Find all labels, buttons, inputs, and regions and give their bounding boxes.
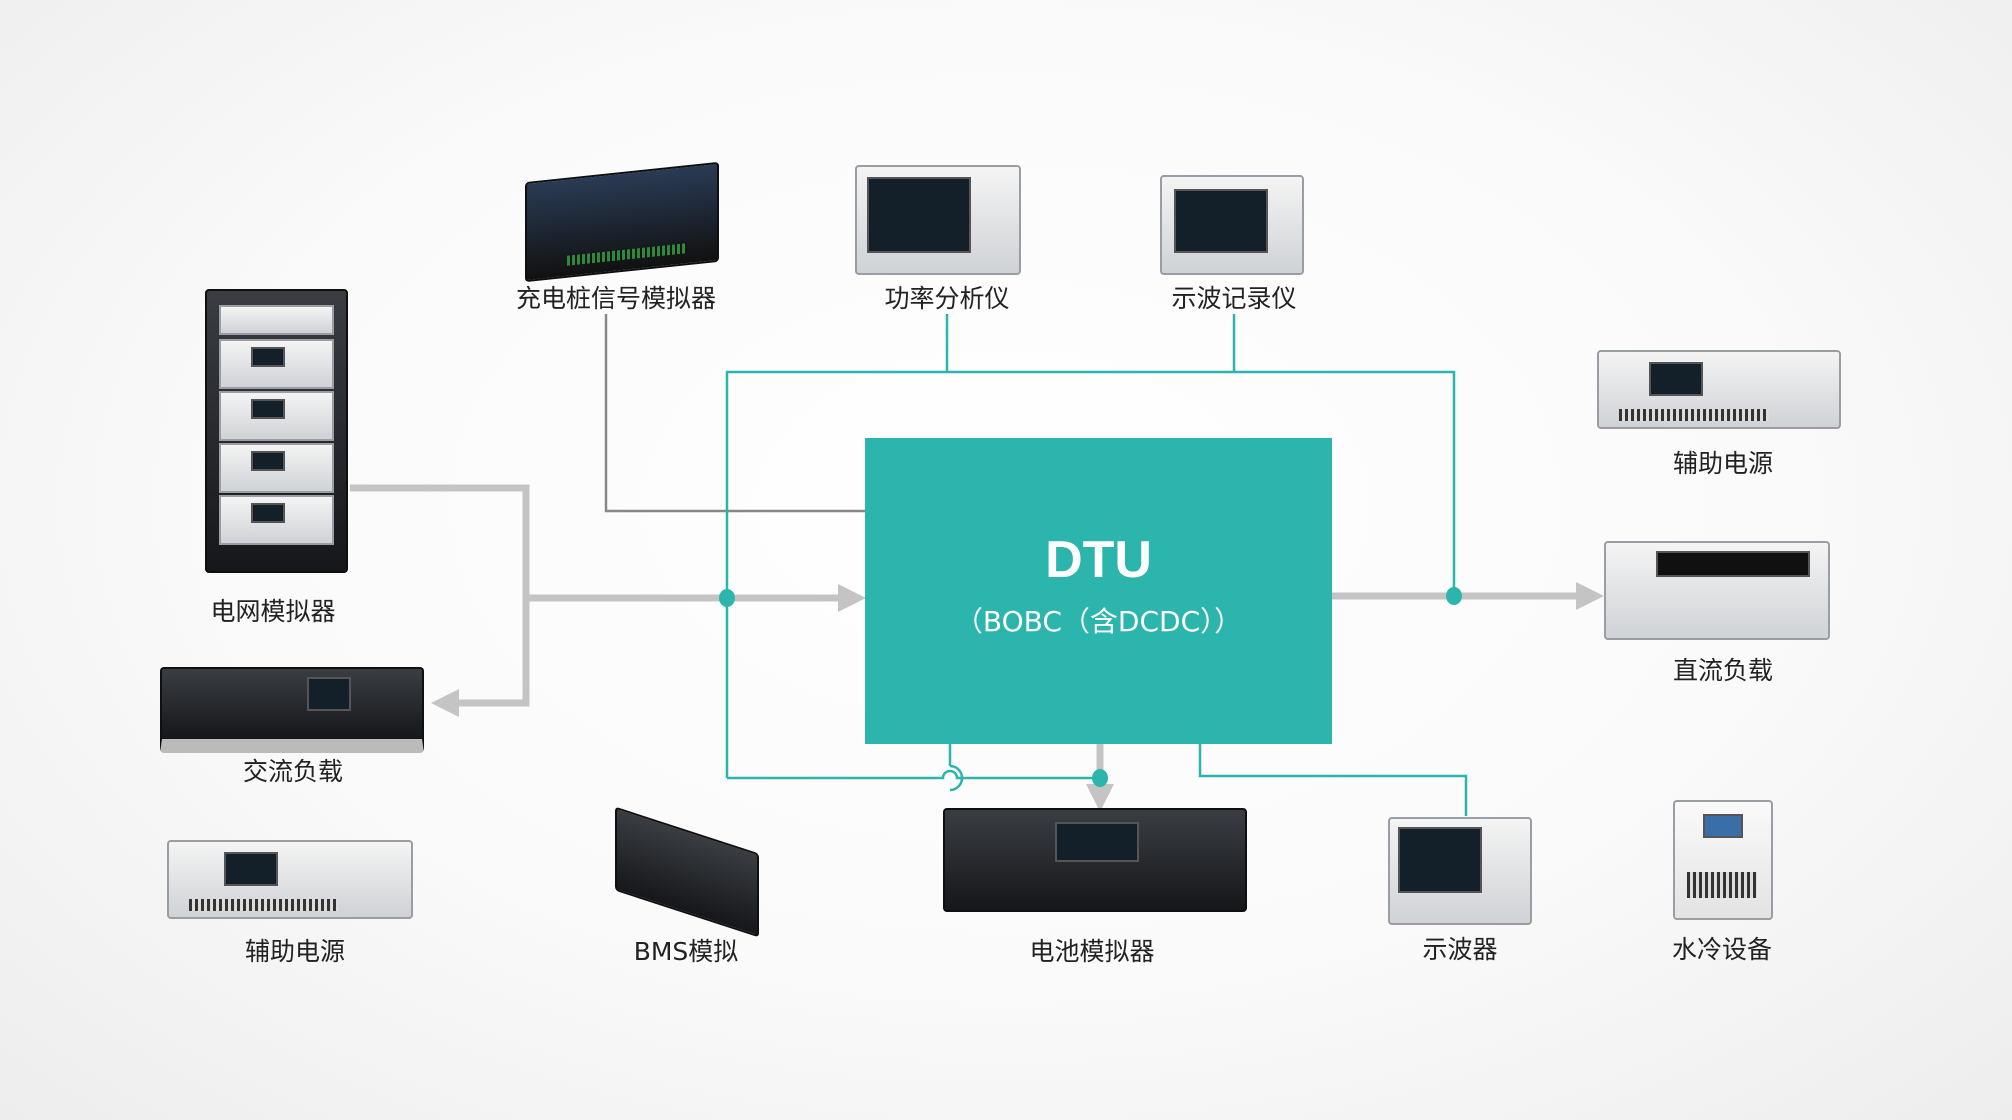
label-water-cooler: 水冷设备: [1671, 935, 1773, 964]
junction-dot-left: [719, 589, 735, 607]
charging-pile-control-line: [604, 314, 865, 513]
ac-load-image: [160, 667, 424, 753]
label-power-analyzer: 功率分析仪: [884, 284, 1010, 313]
grid-simulator-rack-image: [205, 289, 348, 573]
dtu-block: DTU （BOBC（含DCDC））: [865, 438, 1332, 744]
junction-dot-right: [1446, 587, 1462, 605]
label-oscilloscope: 示波器: [1422, 935, 1498, 964]
label-scope-recorder: 示波记录仪: [1171, 284, 1297, 313]
dc-load-image: [1604, 541, 1830, 640]
oscilloscope-image: [1388, 817, 1532, 925]
scope-recorder-image: [1160, 175, 1304, 275]
charging-pile-simulator-image: [525, 161, 719, 283]
power-analyzer-image: [855, 165, 1021, 275]
label-bms-simulator: BMS模拟: [633, 937, 739, 966]
label-charging-pile-simulator: 充电桩信号模拟器: [515, 284, 717, 313]
bottom-measure-line: [727, 769, 1100, 780]
dtu-title: DTU: [1045, 531, 1152, 589]
aux-power-right-image: [1597, 350, 1841, 429]
bms-hop: [949, 764, 964, 792]
water-cooler-image: [1673, 800, 1773, 920]
measurement-bus-line: [725, 370, 1456, 778]
aux-power-left-image: [167, 840, 413, 919]
oscilloscope-line: [1198, 744, 1468, 816]
label-aux-power-right: 辅助电源: [1672, 449, 1774, 478]
battery-simulator-image: [943, 808, 1247, 912]
junction-dot-bottom: [1092, 769, 1108, 787]
label-battery-simulator: 电池模拟器: [1029, 937, 1155, 966]
label-dc-load: 直流负载: [1672, 656, 1774, 685]
label-aux-power-left: 辅助电源: [244, 937, 346, 966]
label-ac-load: 交流负载: [242, 757, 344, 786]
dtu-subtitle: （BOBC（含DCDC））: [954, 605, 1243, 638]
label-grid-simulator: 电网模拟器: [210, 597, 336, 626]
